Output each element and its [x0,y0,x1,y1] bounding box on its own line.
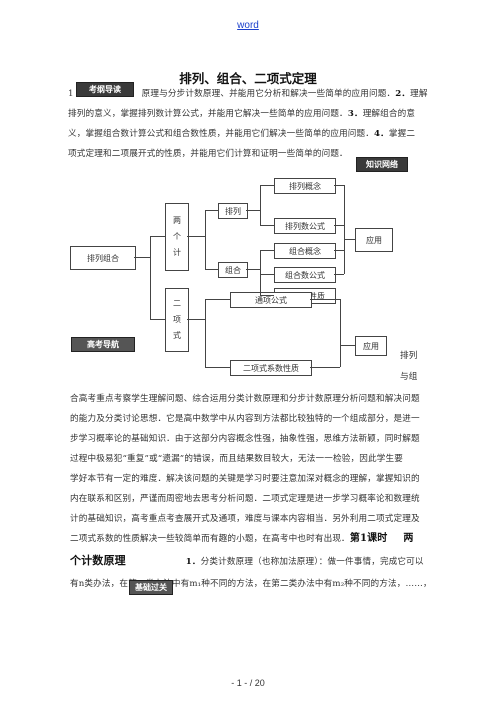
binomial-coef-box: 二项式系数性质 [230,360,312,376]
body-line: 计的基础知识，高考重点考查展开式及通项，难度与课本内容相当．另外利用二项式定理及 [70,514,420,524]
connector [150,236,165,237]
connector [205,299,230,300]
combination-box: 组合 [218,262,248,278]
body-line: 合高考重点考察学生理解问题、综合运用分类计数原理和分步计数原理分析问题和解决问题 [70,394,420,404]
comb-concept-box: 组合概念 [274,243,336,259]
connector [150,236,151,320]
application-box-1: 应用 [355,228,393,252]
connector [205,269,218,270]
general-term-box: 通项公式 [230,292,312,308]
connector [344,185,345,274]
connector [260,185,274,186]
connector [260,295,274,296]
section-heading: 个计数原理 [70,554,126,567]
body-line: 步学习概率论的基础知识．由于这部分内容概念性强，抽象性强，思维方法新颖，同时解题 [70,434,420,444]
connector [260,250,261,295]
connector [334,225,344,226]
connector [246,210,260,211]
body-line: 学好本节有一定的难度．解决该问题的关键是学习时要注意加深对概念的理解，掌握知识的 [70,474,420,484]
connector [334,185,344,186]
binomial-box: 二 项 式 [165,288,189,352]
connector [344,239,355,240]
knowledge-net-tag: 知识网络 [356,157,408,172]
body-line: 有n类办法，在第一类办法中有m₁种不同的方法，在第二类办法中有m₂种不同的方法，… [70,579,432,589]
connector [150,319,165,320]
connector [260,250,274,251]
exam-guide-tag: 考纲导读 [76,82,134,97]
body-line: 内在联系和区别，严谨而周密地去思考分析问题．二项式定理是进一步学习概率论和数理统 [70,494,420,504]
intro-line-3: 义，掌握组合数计算公式和组合数性质，并能用它们解决一些简单的应用问题．4．掌握二 [68,129,416,139]
connector [340,345,355,346]
connector [260,274,274,275]
intro-line-4: 项式定理和二项展开式的性质，并能用它们计算和证明一些简单的问题． [68,149,348,159]
body-line: 过程中极易犯“重复”或“遗漏”的错误，而且结果数目较大，无法一一检验，因此学生要 [70,454,403,464]
application-box-2: 应用 [355,336,387,356]
basic-review-tag: 基础过关 [129,580,173,595]
connector [187,319,205,320]
connector [205,367,230,368]
connector [134,257,150,258]
permutation-box: 排列 [218,203,248,219]
connector [310,299,340,300]
perm-concept-box: 排列概念 [274,178,336,194]
body-paragraph: 合高考重点考察学生理解问题、综合运用分类计数原理和分步计数原理分析问题和解决问题… [70,389,444,594]
connector [260,185,261,225]
connector [334,274,344,275]
header-word-link[interactable]: word [237,20,259,31]
body-line: 的能力及分类讨论思想．它是高中数学中从内容到方法都比较独特的一个组成部分，是进一 [70,414,420,424]
root-box: 排列组合 [70,246,136,270]
connector [205,210,218,211]
body-line: 二项式系数的性质解决一些较简单而有趣的小题，在高考中也时有出现．第1课时两 [70,533,414,544]
connector [205,210,206,270]
two-counting-box: 两 个 计 [165,203,189,271]
connector [205,299,206,367]
connector [310,367,340,368]
intro-line-2: 排列的意义，掌握排列数计算公式，并能用它解决一些简单的应用问题．3．理解组合的意 [68,109,416,119]
side-note: 排列 与组 [400,351,418,382]
high-exam-tag: 高考导航 [71,337,135,352]
page-number: - 1 - / 20 [231,678,265,688]
perm-formula-box: 排列数公式 [274,218,336,234]
document-title: 排列、组合、二项式定理 [179,71,317,86]
connector [260,225,274,226]
connector [334,250,344,251]
connector [187,236,205,237]
connector [246,269,260,270]
lesson-label: 第1课时 [349,533,388,544]
comb-formula-box: 组合数公式 [274,267,336,283]
connector [340,299,341,367]
